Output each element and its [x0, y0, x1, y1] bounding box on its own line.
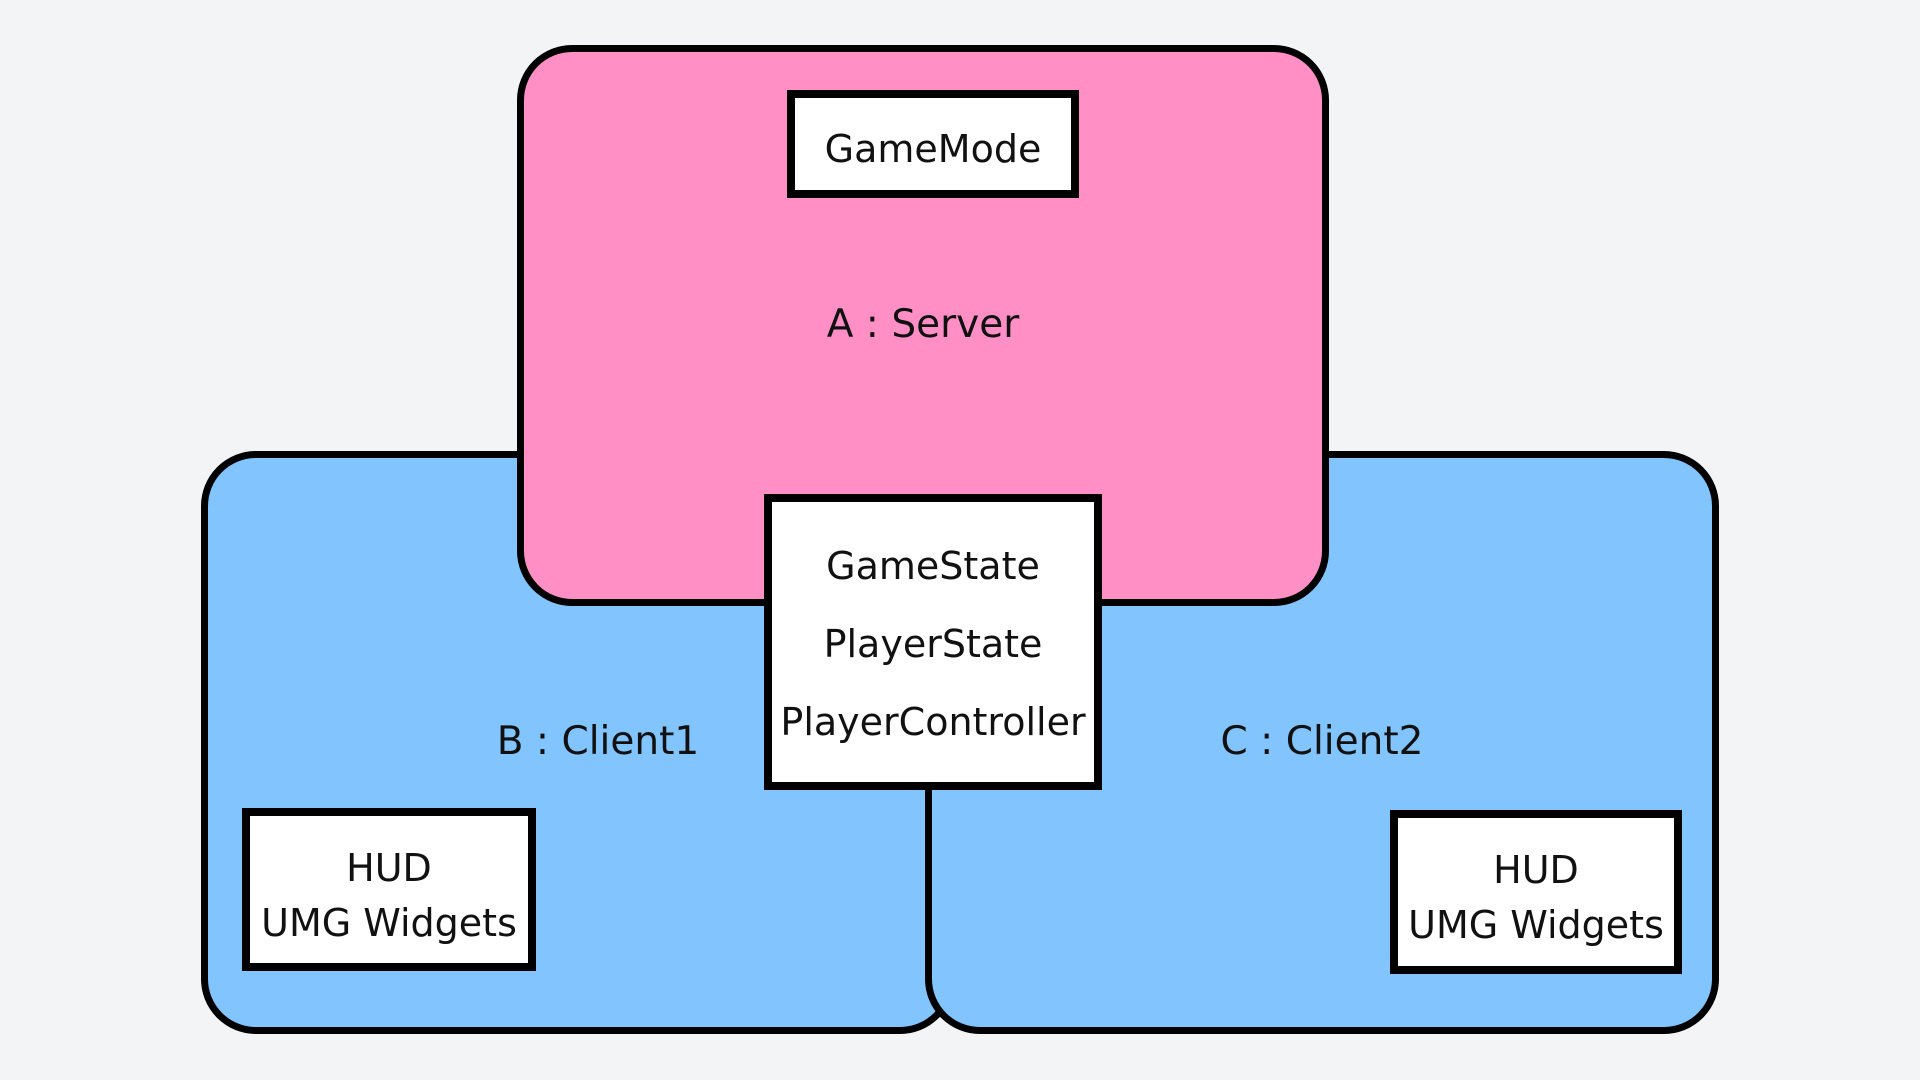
client2-hud-label: HUD — [1493, 848, 1579, 892]
gamemode-box: GameMode — [787, 90, 1079, 198]
server-label: A : Server — [826, 302, 1020, 347]
shared-item-gamestate: GameState — [826, 544, 1040, 588]
client2-hud-box: HUD UMG Widgets — [1390, 810, 1682, 974]
client1-hud-label: HUD — [346, 846, 432, 890]
client2-label: C : Client2 — [1220, 719, 1424, 764]
shared-objects-box: GameState PlayerState PlayerController — [764, 494, 1102, 790]
client1-label: B : Client1 — [496, 719, 700, 764]
client2-umg-label: UMG Widgets — [1408, 903, 1664, 947]
gamemode-label: GameMode — [824, 127, 1042, 171]
client1-hud-box: HUD UMG Widgets — [242, 808, 536, 971]
client1-umg-label: UMG Widgets — [261, 901, 517, 945]
shared-item-playercontroller: PlayerController — [780, 700, 1086, 744]
shared-item-playerstate: PlayerState — [823, 622, 1043, 666]
